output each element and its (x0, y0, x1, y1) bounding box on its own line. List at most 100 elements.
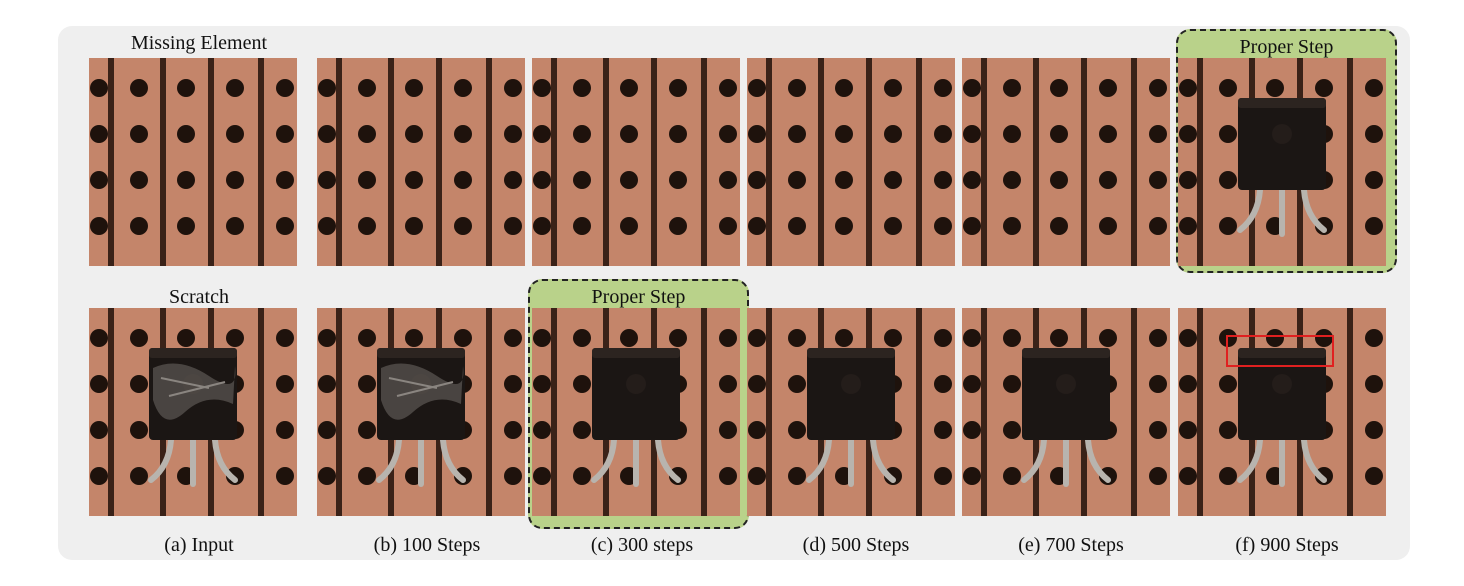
board-hole (1315, 79, 1333, 97)
board-hole (405, 217, 423, 235)
board-hole (130, 329, 148, 347)
board-hole (1050, 79, 1068, 97)
board-hole (226, 171, 244, 189)
component-top-edge (149, 348, 237, 358)
board-hole (1149, 329, 1167, 347)
board-stripe (160, 58, 166, 266)
board-hole (1365, 125, 1383, 143)
board-hole (748, 329, 766, 347)
board-hole (1219, 421, 1237, 439)
board-hole (533, 217, 551, 235)
transistor-component (376, 348, 466, 487)
row-label-missing-element: Missing Element (130, 32, 268, 54)
pcb-image (317, 308, 525, 516)
component-dimple (626, 374, 646, 394)
pcb-panel-r1-c5 (962, 58, 1170, 266)
board-hole (884, 171, 902, 189)
board-stripe (336, 308, 342, 516)
component-dimple (1272, 374, 1292, 394)
board-hole (1219, 375, 1237, 393)
board-hole (454, 467, 472, 485)
board-hole (1003, 217, 1021, 235)
board-hole (719, 375, 737, 393)
board-hole (90, 79, 108, 97)
component-lead (212, 437, 238, 483)
board-hole (1099, 467, 1117, 485)
transistor-component (1021, 348, 1111, 487)
component-lead (1301, 187, 1327, 233)
board-hole (884, 467, 902, 485)
component-top-edge (807, 348, 895, 358)
board-stripe (1347, 58, 1353, 266)
pcb-image (1178, 58, 1386, 266)
board-hole (719, 329, 737, 347)
board-hole (748, 79, 766, 97)
board-stripe (1131, 58, 1137, 266)
board-hole (1365, 467, 1383, 485)
board-hole (318, 467, 336, 485)
board-hole (788, 217, 806, 235)
board-hole (788, 171, 806, 189)
board-stripe (1131, 308, 1137, 516)
board-hole (1149, 421, 1167, 439)
board-hole (177, 329, 195, 347)
board-hole (533, 79, 551, 97)
board-hole (1179, 79, 1197, 97)
board-hole (620, 125, 638, 143)
board-hole (1099, 217, 1117, 235)
board-hole (454, 125, 472, 143)
board-hole (1219, 125, 1237, 143)
figure-panel: Missing Element Scratch Proper Step Prop… (58, 26, 1410, 560)
board-hole (358, 421, 376, 439)
board-stripe (486, 308, 492, 516)
board-hole (276, 375, 294, 393)
board-hole (358, 79, 376, 97)
component-lead (1301, 437, 1327, 483)
board-hole (1003, 125, 1021, 143)
board-hole (454, 329, 472, 347)
pcb-image (317, 58, 525, 266)
pcb-panel-r2-c6 (1178, 308, 1386, 516)
board-hole (533, 125, 551, 143)
board-hole (788, 421, 806, 439)
board-hole (963, 125, 981, 143)
board-stripe (701, 58, 707, 266)
caption-f: (f) 900 Steps (1235, 534, 1339, 556)
board-hole (835, 79, 853, 97)
board-stripe (258, 58, 264, 266)
board-hole (454, 217, 472, 235)
component-lead (1021, 437, 1047, 483)
board-hole (504, 467, 522, 485)
board-hole (1149, 79, 1167, 97)
pcb-panel-r1-c3 (532, 58, 740, 266)
board-stripe (916, 308, 922, 516)
board-hole (719, 421, 737, 439)
board-hole (226, 125, 244, 143)
board-hole (719, 171, 737, 189)
board-hole (835, 329, 853, 347)
board-hole (1003, 375, 1021, 393)
board-hole (934, 171, 952, 189)
board-hole (963, 375, 981, 393)
board-hole (1003, 421, 1021, 439)
pcb-image (89, 58, 297, 266)
board-hole (788, 467, 806, 485)
board-hole (454, 171, 472, 189)
board-hole (963, 467, 981, 485)
board-hole (1003, 171, 1021, 189)
board-hole (719, 217, 737, 235)
pcb-image (747, 58, 955, 266)
board-hole (1219, 171, 1237, 189)
board-hole (1099, 171, 1117, 189)
board-hole (1219, 329, 1237, 347)
board-hole (719, 79, 737, 97)
board-hole (573, 329, 591, 347)
board-hole (1179, 171, 1197, 189)
board-hole (620, 329, 638, 347)
transistor-component (1237, 98, 1327, 237)
board-hole (276, 329, 294, 347)
board-hole (963, 79, 981, 97)
board-hole (130, 467, 148, 485)
pcb-panel-r2-c4 (747, 308, 955, 516)
board-hole (963, 421, 981, 439)
